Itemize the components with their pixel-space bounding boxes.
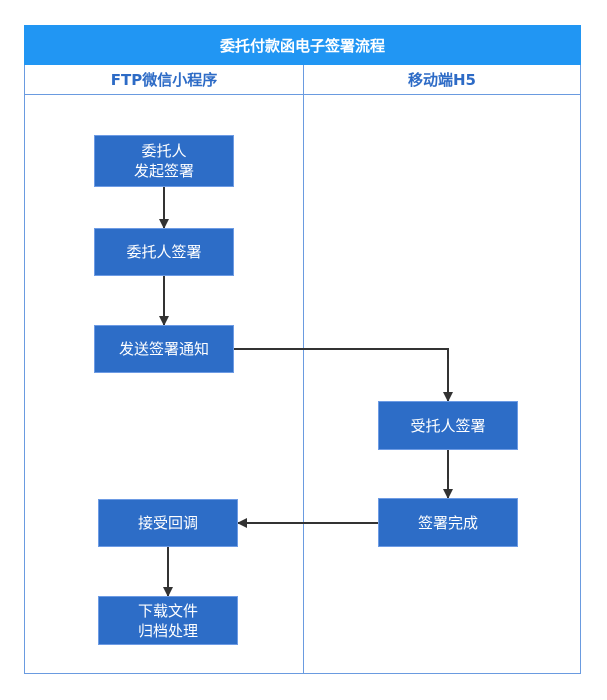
node-sign-complete: 签署完成 <box>378 498 518 547</box>
diagram-title: 委托付款函电子签署流程 <box>24 25 581 65</box>
node-principal-sign: 委托人签署 <box>94 228 234 276</box>
arrow-send-notice-to-trustee-sign <box>234 348 453 402</box>
lane-divider <box>303 65 304 674</box>
lane-header-ftp-miniprogram: FTP微信小程序 <box>25 65 303 95</box>
node-download-archive: 下载文件 归档处理 <box>98 596 238 645</box>
node-trustee-sign: 受托人签署 <box>378 401 518 450</box>
node-receive-callback: 接受回调 <box>98 499 238 547</box>
node-start: 委托人 发起签署 <box>94 135 234 187</box>
node-send-notice: 发送签署通知 <box>94 325 234 373</box>
lane-header-mobile-h5: 移动端H5 <box>304 65 580 95</box>
